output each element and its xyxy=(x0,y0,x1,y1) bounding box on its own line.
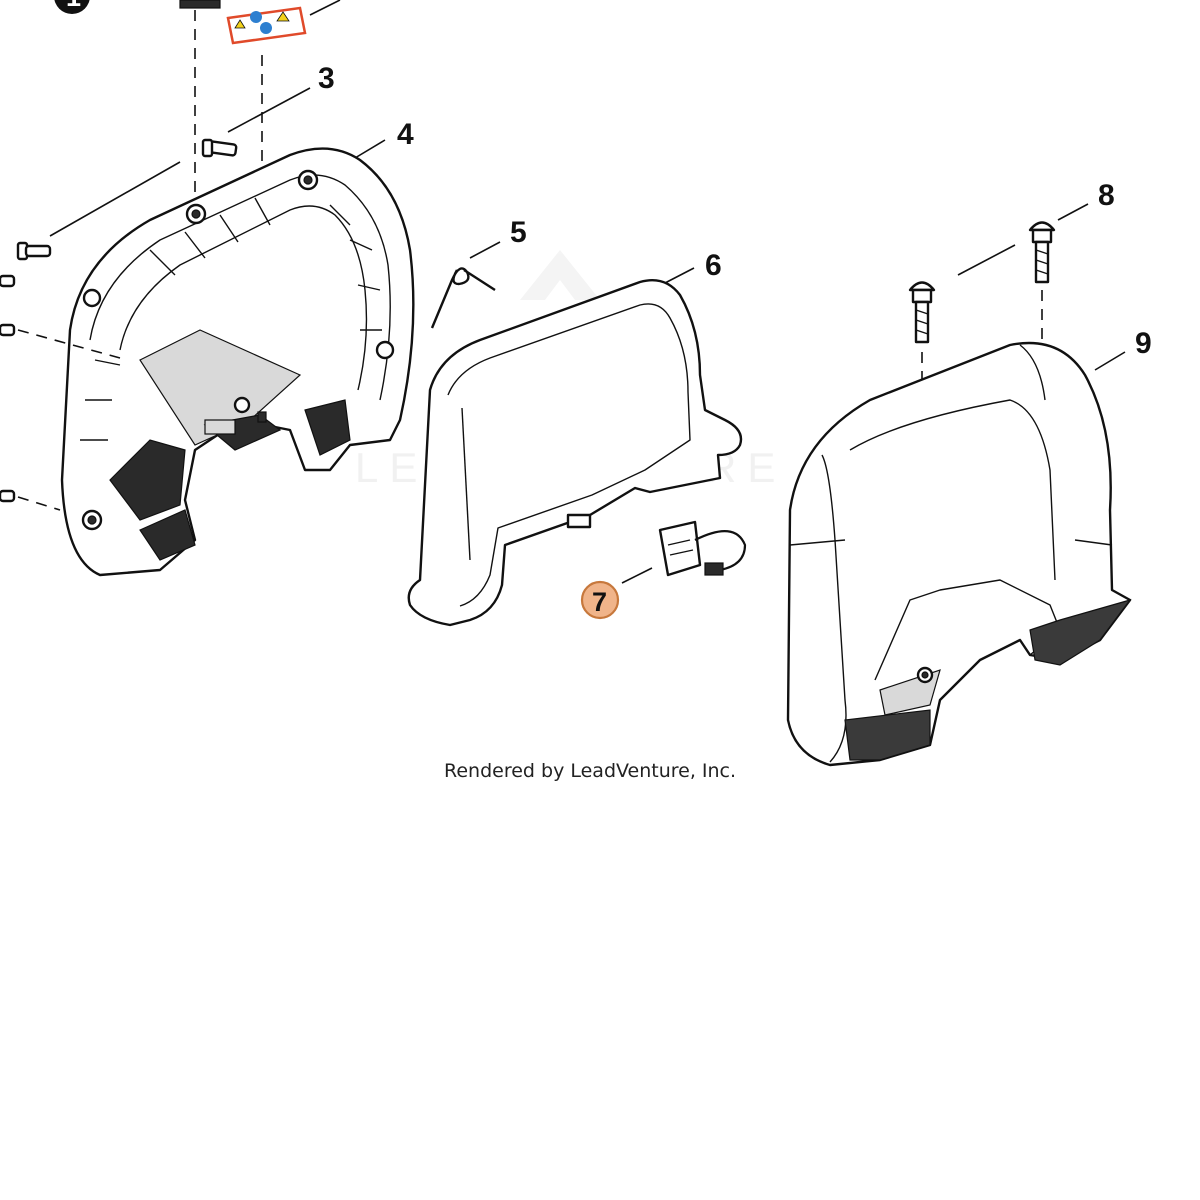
part-3-screw[interactable] xyxy=(201,138,238,158)
part-9-grip-handle[interactable] xyxy=(786,341,1132,767)
part-8-screw-right[interactable] xyxy=(1028,221,1056,284)
callout-8-label: 8 xyxy=(1098,179,1115,212)
callout-7-highlight-badge xyxy=(580,580,620,620)
callout-6-label: 6 xyxy=(705,249,722,282)
callout-9-label: 9 xyxy=(1135,327,1152,360)
part-1-decal[interactable] xyxy=(179,0,307,45)
part-4-handle-housing[interactable] xyxy=(60,147,415,577)
left-screw-4[interactable] xyxy=(0,489,16,503)
part-8-screw-left[interactable] xyxy=(908,281,936,344)
callout-5-label: 5 xyxy=(510,216,527,249)
render-credit: Rendered by LeadVenture, Inc. xyxy=(444,760,736,782)
callout-1-badge xyxy=(54,0,90,14)
warning-decal-icon xyxy=(226,6,307,45)
left-screw-3[interactable] xyxy=(0,323,16,337)
left-screw-1[interactable] xyxy=(16,241,52,261)
callout-3-label: 3 xyxy=(318,62,335,95)
left-screw-2[interactable] xyxy=(0,274,16,288)
callout-4-label: 4 xyxy=(397,118,414,151)
part-7-switch-assembly[interactable] xyxy=(658,520,747,577)
part-6-cover-plate[interactable] xyxy=(407,278,743,627)
part-5-spring[interactable] xyxy=(430,267,496,329)
callout-7-label: 7 xyxy=(592,587,607,617)
callout-1-label: 1 xyxy=(66,0,81,12)
